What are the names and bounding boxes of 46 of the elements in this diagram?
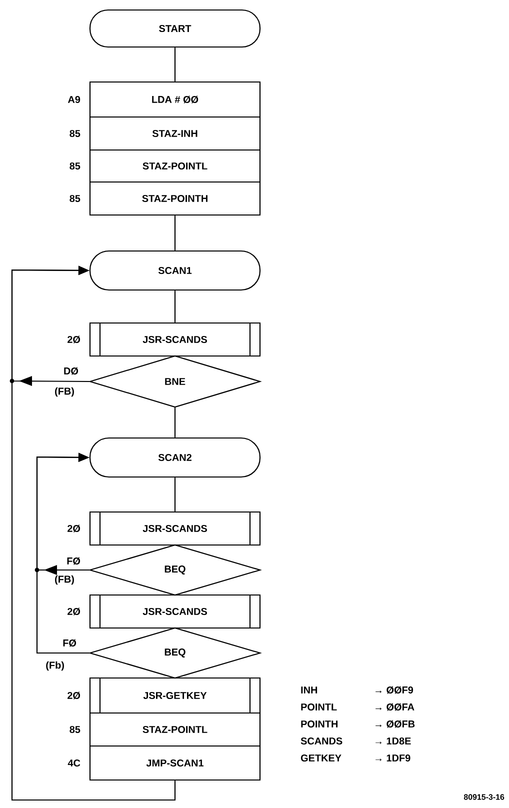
connector	[174, 216, 176, 250]
terminal-box: SCAN1	[89, 250, 261, 291]
terminal-box: START	[89, 9, 261, 48]
opcode-label: (FB)	[55, 575, 74, 585]
table-text: GETKEY	[300, 754, 342, 762]
connector	[174, 48, 176, 82]
opcode-label: 2Ø	[68, 336, 80, 344]
opcode-label: 85	[70, 162, 80, 170]
opcode-label: 85	[70, 194, 80, 202]
connector	[174, 478, 176, 512]
process-box: STAZ-POINTL	[89, 149, 261, 183]
connector	[36, 452, 90, 654]
connector	[11, 266, 176, 801]
opcode-label: 4C	[68, 759, 80, 767]
opcode-label: (Fb)	[46, 661, 64, 671]
subroutine-box: JSR-GETKEY	[89, 677, 261, 714]
opcode-label: 85	[70, 726, 80, 734]
table-text: → ØØFA	[376, 703, 414, 711]
table-text: POINTL	[301, 703, 337, 711]
table-text: INH	[301, 686, 318, 694]
table-text: → 1DF9	[376, 754, 410, 762]
terminal-box: SCAN2	[89, 437, 261, 478]
opcode-label: 85	[70, 130, 80, 138]
table-text: → ØØF9	[376, 686, 414, 694]
subroutine-box: JSR-SCANDS	[89, 511, 261, 546]
table-text: → 1D8E	[376, 737, 411, 745]
subroutine-box: JSR-SCANDS	[89, 594, 261, 629]
table-text: POINTH	[301, 720, 338, 728]
opcode-label: 2Ø	[68, 608, 80, 616]
opcode-label: FØ	[63, 639, 76, 647]
opcode-label: DØ	[64, 367, 78, 375]
process-box: JMP-SCAN1	[89, 745, 261, 781]
connector	[174, 408, 176, 438]
process-box: STAZ-POINTL	[89, 712, 261, 747]
opcode-label: (FB)	[55, 387, 74, 397]
table-text: SCANDS	[300, 737, 342, 745]
connector	[174, 290, 176, 322]
process-box: LDA # ØØ	[89, 81, 261, 118]
process-box: STAZ-INH	[89, 116, 261, 151]
process-box: STAZ-POINTH	[89, 181, 261, 216]
table-text: → ØØFB	[376, 720, 415, 728]
subroutine-box: JSR-SCANDS	[89, 322, 261, 357]
opcode-label: 2Ø	[68, 692, 80, 700]
opcode-label: A9	[68, 96, 80, 104]
opcode-label: 2Ø	[68, 524, 80, 532]
opcode-label: FØ	[67, 557, 80, 565]
